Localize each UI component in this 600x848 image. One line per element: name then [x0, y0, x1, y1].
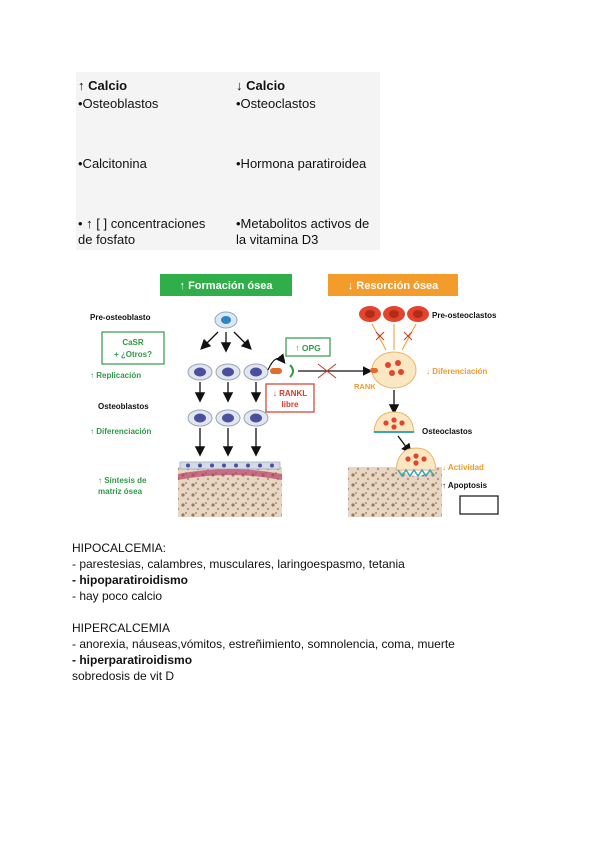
table-cell-line: •Metabolitos activos de [236, 216, 370, 231]
resorption-title: ↓ Resorción ósea [348, 280, 439, 292]
cell-nucleus [221, 316, 231, 324]
spacer [72, 604, 552, 620]
activity-label: ↓ Actividad [442, 463, 484, 472]
block-mark [375, 331, 385, 341]
rankl-ligand [270, 368, 282, 374]
ruffled-border [397, 468, 435, 478]
opg-label: ↑ OPG [295, 343, 321, 353]
osteoblast-row [187, 363, 269, 381]
casr-others-label: + ¿Otros? [114, 350, 152, 359]
pre-osteoblast-label: Pre-osteoblasto [90, 313, 151, 322]
empty-box [459, 495, 499, 515]
differentiation-left-label: ↑ Diferenciación [90, 427, 151, 436]
osteoclasts-label: Osteoclastos [422, 427, 473, 436]
arrow [267, 353, 286, 371]
hypocalcemia-extra: - hay poco calcio [72, 589, 163, 603]
formation-title: ↑ Formación ósea [180, 280, 274, 292]
lining-cells [179, 461, 281, 470]
formation-header [160, 274, 292, 296]
pre-osteoclasts-label: Pre-osteoclastos [432, 311, 497, 320]
bone-remodeling-figure: ↑ Formación ósea ↓ Resorción ósea Pre-os… [90, 274, 499, 517]
arrow [233, 331, 252, 350]
table-cell: •Metabolitos activos de la vitamina D3 [236, 216, 369, 248]
arrow [200, 331, 219, 350]
apoptosis-label: ↑ Apoptosis [442, 481, 488, 490]
rank-receptor [370, 368, 378, 373]
table-cell-line: de fosfato [78, 232, 136, 247]
table-cell: •Osteoblastos [78, 96, 159, 111]
osteoid-layer [178, 469, 282, 480]
resorption-header [328, 274, 458, 296]
differentiation-right-label: ↓ Diferenciación [426, 367, 487, 376]
active-osteoclast [395, 447, 437, 471]
rank-label: RANK [354, 382, 376, 391]
hypocalcemia-title: HIPOCALCEMIA: [72, 541, 167, 555]
high-calcium-header: ↑ Calcio [78, 78, 128, 93]
table-cell: • ↑ [ ] concentraciones de fosfato [78, 216, 205, 248]
opg-molecule [289, 364, 294, 378]
low-calcium-header: ↓ Calcio [236, 78, 286, 93]
osteoblast-row [187, 409, 269, 427]
block-mark [317, 363, 337, 379]
hypercalcemia-symptoms: - anorexia, náuseas,vómitos, estreñimien… [72, 637, 455, 651]
calcium-notes: HIPOCALCEMIA: - parestesias, calambres, … [72, 540, 552, 684]
hypercalcemia-extra: sobredosis de vit D [72, 669, 175, 683]
opg-box [285, 337, 331, 357]
casr-label: CaSR [122, 338, 144, 347]
table-cell: •Calcitonina [78, 156, 147, 171]
hypercalcemia-title: HIPERCALCEMIA [72, 621, 171, 635]
osteoblasts-label: Osteoblastos [98, 402, 149, 411]
hypocalcemia-symptoms: - parestesias, calambres, musculares, la… [72, 557, 405, 571]
hypocalcemia-cause: - hipoparatiroidismo [72, 573, 189, 587]
hypercalcemia-cause: - hiperparatiroidismo [72, 653, 193, 667]
pre-osteoclast-cells [359, 306, 429, 322]
bone-remodeling-diagram: ↑ Formación ósea ↓ Resorción ósea Pre-os… [80, 262, 520, 530]
table-cell: •Hormona paratiroidea [236, 156, 367, 171]
table-cell-line: la vitamina D3 [236, 232, 319, 247]
calcium-comparison-table: ↑ Calcio ↓ Calcio •Osteoblastos •Osteocl… [76, 72, 380, 250]
block-mark [403, 331, 413, 341]
matrix-label: matriz ósea [98, 487, 143, 496]
rankl-box [265, 383, 315, 413]
replication-label: ↑ Replicación [90, 371, 141, 380]
table-cell-line: • ↑ [ ] concentraciones [78, 216, 206, 231]
table-cell: •Osteoclastos [236, 96, 316, 111]
synthesis-label: ↑ Síntesis de [98, 476, 147, 485]
rankl-free-label: libre [282, 400, 299, 409]
casr-box [101, 331, 165, 365]
differentiating-osteoclast [371, 351, 417, 389]
rankl-label: ↓ RANKL [273, 389, 307, 398]
